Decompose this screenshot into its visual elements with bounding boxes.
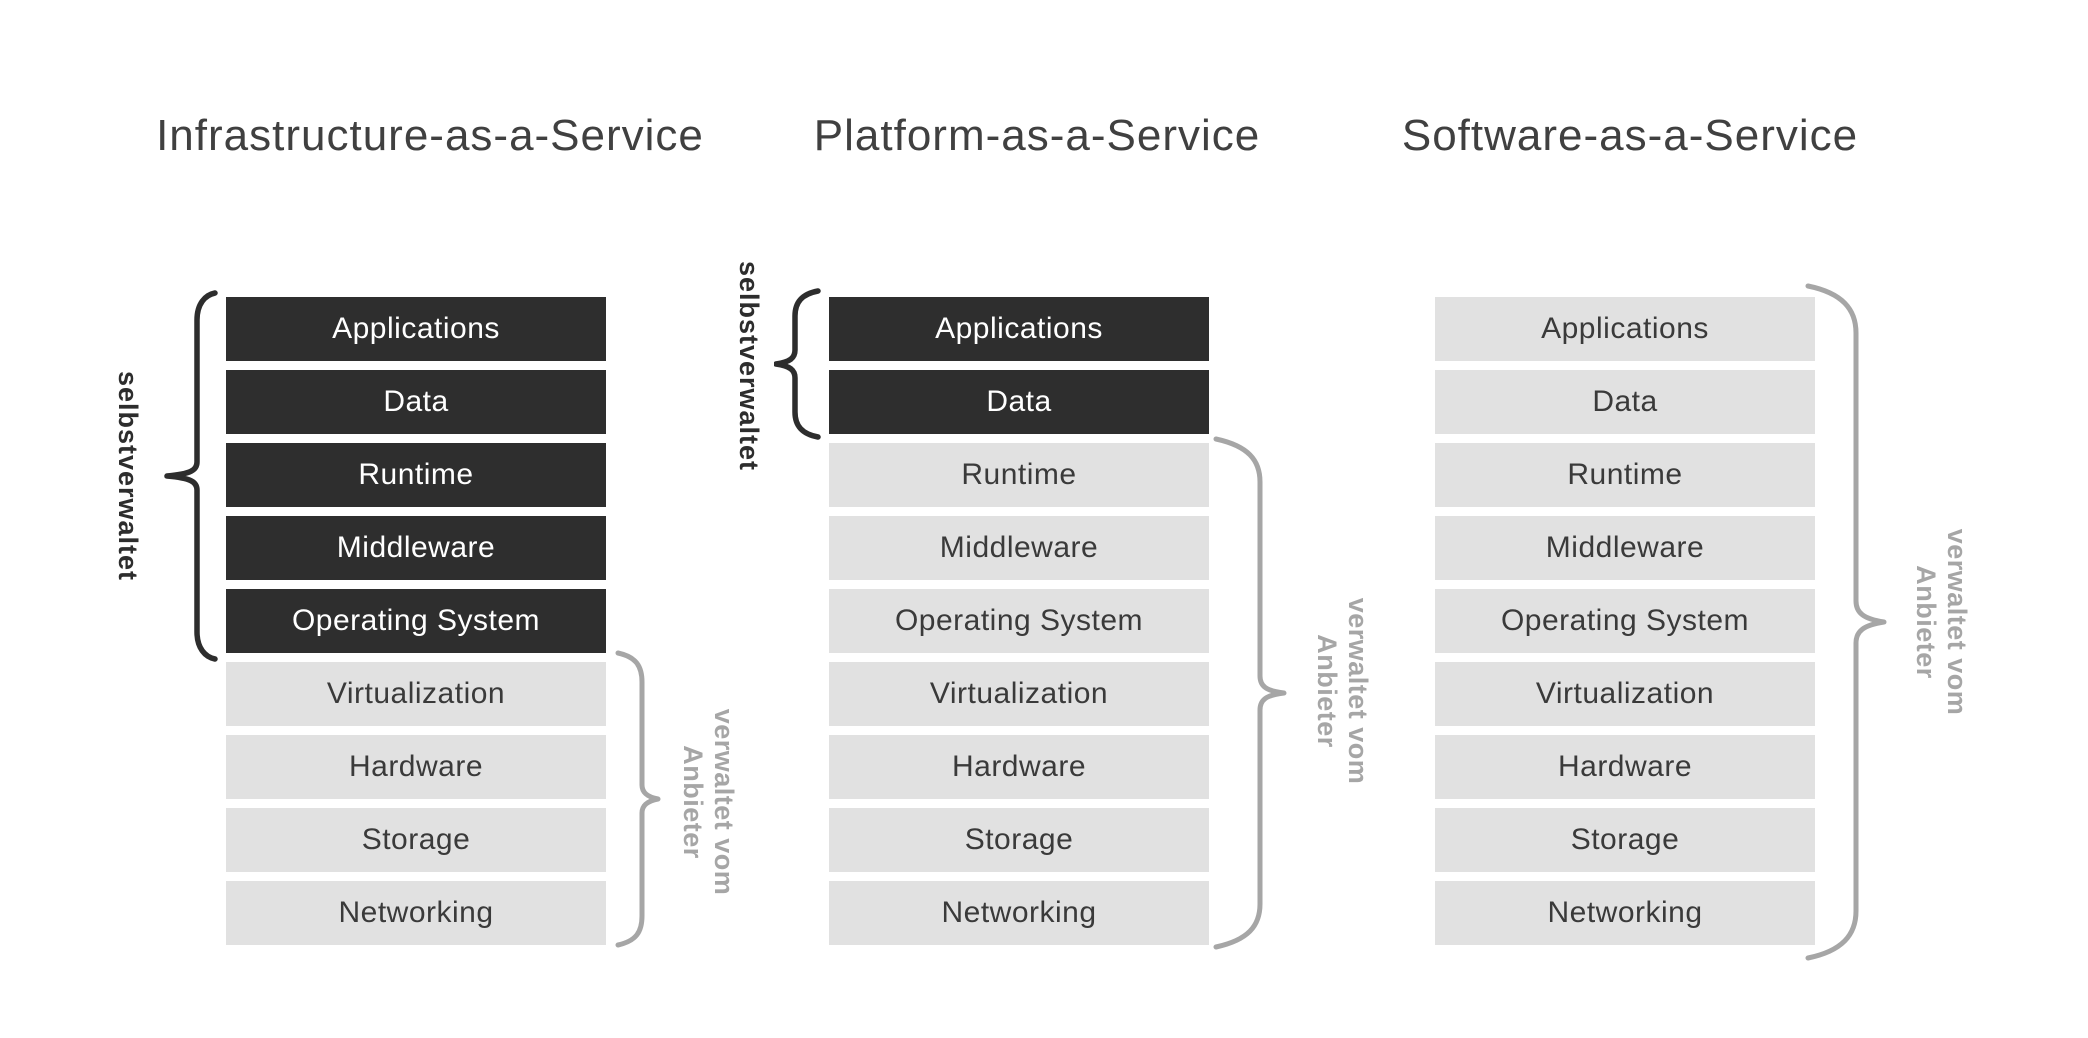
provider-label-line2: Anbieter bbox=[1312, 634, 1342, 748]
layer-box-runtime: Runtime bbox=[829, 443, 1209, 507]
layer-box-middleware: Middleware bbox=[226, 516, 606, 580]
brace-provider-managed-iaas bbox=[615, 650, 661, 948]
provider-label-line1: verwaltet vom bbox=[709, 708, 739, 896]
layer-box-hardware: Hardware bbox=[1435, 735, 1815, 799]
layer-box-data: Data bbox=[1435, 370, 1815, 434]
layer-box-virtualization: Virtualization bbox=[1435, 662, 1815, 726]
layer-box-operating-system: Operating System bbox=[829, 589, 1209, 653]
provider-managed-label-saas: verwaltet vom Anbieter bbox=[1910, 492, 1972, 752]
layer-box-middleware: Middleware bbox=[829, 516, 1209, 580]
layer-box-networking: Networking bbox=[829, 881, 1209, 945]
layer-stack-iaas: Applications Data Runtime Middleware Ope… bbox=[226, 297, 606, 945]
provider-label-line2: Anbieter bbox=[1911, 565, 1941, 679]
layer-box-data: Data bbox=[829, 370, 1209, 434]
layer-box-data: Data bbox=[226, 370, 606, 434]
provider-label-line1: verwaltet vom bbox=[1343, 597, 1373, 785]
brace-self-managed-iaas bbox=[164, 290, 218, 662]
provider-label-line1: verwaltet vom bbox=[1942, 528, 1972, 716]
layer-box-storage: Storage bbox=[829, 808, 1209, 872]
self-managed-label-iaas: selbstverwaltet bbox=[113, 370, 143, 582]
layer-box-storage: Storage bbox=[226, 808, 606, 872]
provider-managed-label-paas: verwaltet vom Anbieter bbox=[1311, 561, 1373, 821]
layer-box-storage: Storage bbox=[1435, 808, 1815, 872]
provider-managed-label-iaas: verwaltet vom Anbieter bbox=[677, 672, 739, 932]
layer-box-networking: Networking bbox=[226, 881, 606, 945]
layer-box-hardware: Hardware bbox=[226, 735, 606, 799]
layer-box-operating-system: Operating System bbox=[226, 589, 606, 653]
column-title-iaas: Infrastructure-as-a-Service bbox=[156, 111, 704, 160]
column-title-paas: Platform-as-a-Service bbox=[813, 111, 1261, 160]
layer-box-applications: Applications bbox=[1435, 297, 1815, 361]
layer-box-runtime: Runtime bbox=[226, 443, 606, 507]
layer-box-applications: Applications bbox=[226, 297, 606, 361]
layer-stack-saas: Applications Data Runtime Middleware Ope… bbox=[1435, 297, 1815, 945]
layer-box-hardware: Hardware bbox=[829, 735, 1209, 799]
layer-box-operating-system: Operating System bbox=[1435, 589, 1815, 653]
layer-box-middleware: Middleware bbox=[1435, 516, 1815, 580]
self-managed-label-paas: selbstverwaltet bbox=[734, 260, 764, 472]
layer-box-runtime: Runtime bbox=[1435, 443, 1815, 507]
provider-label-line2: Anbieter bbox=[678, 745, 708, 859]
column-title-saas: Software-as-a-Service bbox=[1401, 111, 1859, 160]
brace-provider-managed-paas bbox=[1213, 436, 1287, 950]
brace-self-managed-paas bbox=[774, 288, 821, 440]
layer-box-applications: Applications bbox=[829, 297, 1209, 361]
layer-stack-paas: Applications Data Runtime Middleware Ope… bbox=[829, 297, 1209, 945]
layer-box-virtualization: Virtualization bbox=[226, 662, 606, 726]
brace-provider-managed-saas bbox=[1805, 283, 1887, 961]
layer-box-networking: Networking bbox=[1435, 881, 1815, 945]
layer-box-virtualization: Virtualization bbox=[829, 662, 1209, 726]
